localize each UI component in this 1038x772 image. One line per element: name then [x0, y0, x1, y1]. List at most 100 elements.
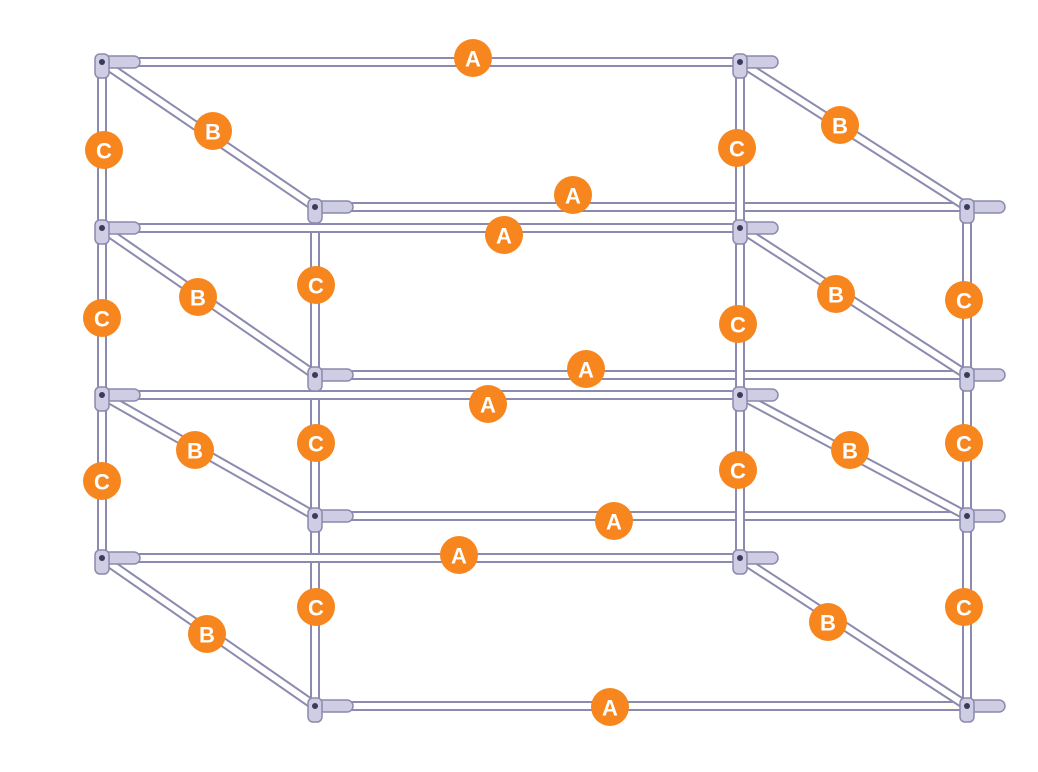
part-label-c: C	[83, 462, 121, 500]
badge-letter: C	[729, 137, 745, 162]
part-label-a: A	[440, 536, 478, 574]
badge-circle	[945, 588, 983, 626]
badge-circle	[176, 431, 214, 469]
badge-letter: C	[308, 596, 324, 621]
part-label-a: A	[591, 688, 629, 726]
badge-letter: A	[451, 544, 467, 569]
pipe-fitting	[94, 549, 141, 575]
badge-circle	[718, 129, 756, 167]
pipe-fitting	[307, 507, 354, 533]
pipe-fitting	[959, 366, 1006, 392]
badge-circle	[567, 350, 605, 388]
pipe-fitting	[732, 386, 779, 412]
badge-letter: B	[190, 286, 206, 311]
fittings	[94, 53, 1006, 723]
badge-letter: B	[205, 120, 221, 145]
badge-letter: B	[832, 114, 848, 139]
badge-letter: C	[956, 289, 972, 314]
badge-letter: B	[820, 611, 836, 636]
badge-circle	[469, 385, 507, 423]
badge-circle	[719, 305, 757, 343]
badge-circle	[297, 266, 335, 304]
badge-circle	[194, 112, 232, 150]
part-label-b: B	[817, 275, 855, 313]
part-label-a: A	[485, 216, 523, 254]
part-label-b: B	[176, 431, 214, 469]
part-label-b: B	[194, 112, 232, 150]
pipe-fitting	[307, 697, 354, 723]
part-label-b: B	[809, 603, 847, 641]
pipe-b-right	[735, 553, 972, 711]
pipe-fitting	[94, 53, 141, 79]
badge-letter: C	[730, 459, 746, 484]
badge-circle	[440, 536, 478, 574]
badge-circle	[595, 502, 633, 540]
badge-circle	[821, 106, 859, 144]
part-label-c: C	[719, 305, 757, 343]
badge-letter: B	[842, 439, 858, 464]
badge-letter: C	[94, 307, 110, 332]
pipe-fitting	[959, 697, 1006, 723]
part-label-c: C	[85, 131, 123, 169]
pipe-fitting	[307, 366, 354, 392]
pipe-b-right	[735, 223, 972, 380]
pipe-fitting	[959, 507, 1006, 533]
part-label-c: C	[945, 281, 983, 319]
badge-letter: A	[480, 393, 496, 418]
pipe-fitting	[959, 198, 1006, 224]
badge-letter: B	[187, 439, 203, 464]
badge-circle	[817, 275, 855, 313]
part-label-a: A	[554, 176, 592, 214]
part-labels: A A A A A A A A B B B B B B B B C C C C C C C C C C C C	[83, 39, 983, 726]
badge-letter: C	[956, 432, 972, 457]
badge-circle	[83, 462, 121, 500]
badge-circle	[297, 424, 335, 462]
part-label-b: B	[821, 106, 859, 144]
badge-letter: C	[730, 313, 746, 338]
badge-letter: A	[465, 47, 481, 72]
part-label-c: C	[718, 129, 756, 167]
badge-circle	[188, 615, 226, 653]
badge-circle	[83, 299, 121, 337]
part-label-b: B	[188, 615, 226, 653]
badge-circle	[719, 451, 757, 489]
badge-circle	[945, 281, 983, 319]
badge-letter: B	[199, 623, 215, 648]
badge-letter: C	[956, 596, 972, 621]
part-label-c: C	[297, 266, 335, 304]
part-label-c: C	[297, 424, 335, 462]
badge-letter: A	[496, 224, 512, 249]
badge-circle	[591, 688, 629, 726]
part-label-c: C	[719, 451, 757, 489]
badge-circle	[85, 131, 123, 169]
pipe-fitting	[732, 549, 779, 575]
part-label-b: B	[179, 278, 217, 316]
badge-circle	[809, 603, 847, 641]
pipe-fitting	[732, 53, 779, 79]
badge-circle	[297, 588, 335, 626]
part-label-a: A	[454, 39, 492, 77]
part-label-c: C	[945, 588, 983, 626]
pipe-fitting	[307, 198, 354, 224]
badge-letter: A	[565, 184, 581, 209]
part-label-c: C	[83, 299, 121, 337]
badge-circle	[454, 39, 492, 77]
part-label-b: B	[831, 431, 869, 469]
pipe-fitting	[732, 219, 779, 245]
badge-letter: C	[94, 470, 110, 495]
badge-circle	[485, 216, 523, 254]
pipe-fitting	[94, 219, 141, 245]
badge-circle	[945, 424, 983, 462]
badge-circle	[831, 431, 869, 469]
badge-letter: A	[606, 510, 622, 535]
pipe-fitting	[94, 386, 141, 412]
badge-circle	[179, 278, 217, 316]
part-label-a: A	[469, 385, 507, 423]
badge-letter: C	[308, 274, 324, 299]
badge-letter: C	[96, 139, 112, 164]
badge-letter: A	[602, 696, 618, 721]
badge-letter: A	[578, 358, 594, 383]
badge-letter: C	[308, 432, 324, 457]
badge-circle	[554, 176, 592, 214]
part-label-a: A	[595, 502, 633, 540]
